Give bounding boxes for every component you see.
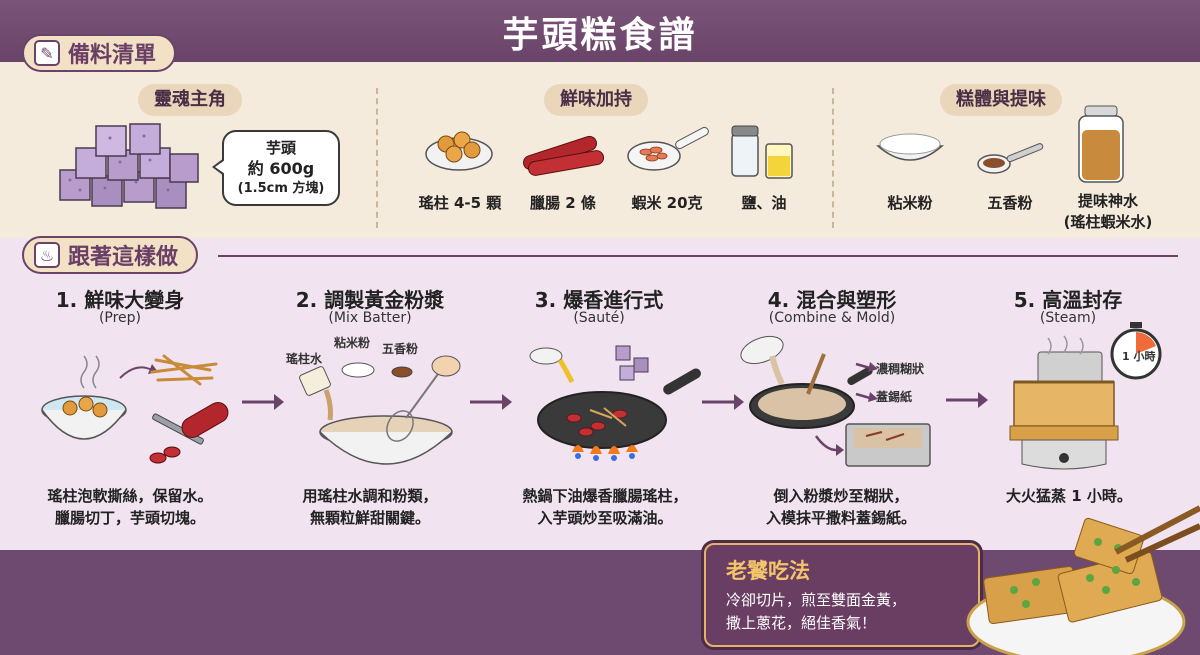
step-2-description-line2: 無顆粒鮮甜關鍵。	[309, 509, 430, 527]
group-tag-batter: 糕體與提味	[940, 84, 1062, 116]
five-spice-spoon-illustration	[977, 143, 1044, 174]
plated-taro-cake-illustration	[966, 505, 1200, 655]
tip-title: 老饕吃法	[726, 559, 810, 583]
salt-oil-illustration	[731, 125, 793, 179]
taro-note-weight: 約 600g	[247, 159, 315, 179]
step-1-subtitle: (Prep)	[98, 310, 142, 326]
step-2-title: 2. 調製黃金粉漿	[295, 288, 445, 312]
taro-cubes-illustration	[59, 123, 199, 209]
step-4-title: 4. 混合與塑形	[767, 288, 897, 312]
scallop-bowl-illustration	[425, 131, 493, 171]
arrow-right-icon	[470, 394, 512, 410]
sausage-illustration	[523, 135, 605, 176]
step-3-subtitle: (Sauté)	[573, 310, 625, 326]
tip-text: 冷卻切片，煎至雙面金黃， 撒上蔥花，絕佳香氣！	[726, 589, 906, 636]
divider	[376, 88, 378, 228]
step-2-subtitle: (Mix Batter)	[328, 310, 412, 326]
step-1-description-line2: 臘腸切丁，芋頭切塊。	[54, 509, 205, 527]
ing-label-stock: 提味神水	[1077, 192, 1138, 210]
ing-label-five-spice: 五香粉	[987, 194, 1033, 212]
ing-label-stock-note: (瑤柱蝦米水)	[1063, 213, 1153, 231]
steps-heading-label: 跟著這樣做	[68, 245, 179, 270]
dried-shrimp-spoon-illustration	[627, 126, 709, 171]
step-5-subtitle: (Steam)	[1039, 310, 1097, 326]
step-2-illustration	[299, 355, 461, 465]
group-tag-main: 靈魂主角	[138, 84, 242, 116]
label-five-spice: 五香粉	[382, 342, 419, 356]
timer-label: 1 小時	[1122, 350, 1156, 363]
steps-divider-line	[218, 255, 1178, 257]
chef-icon: ♨	[34, 242, 60, 268]
rice-flour-bowl-illustration	[876, 133, 944, 161]
bubble-tail	[212, 158, 225, 176]
label-rice-flour: 粘米粉	[334, 336, 371, 350]
step-5-illustration	[1009, 322, 1162, 470]
label-scallop-water: 瑤柱水	[286, 352, 323, 366]
step-5-description-line1: 大火猛蒸 1 小時。	[1006, 487, 1132, 505]
steps-heading: ♨ 跟著這樣做	[22, 236, 199, 274]
step-5-title: 5. 高溫封存	[1013, 288, 1123, 312]
tip-line-2: 撒上蔥花，絕佳香氣！	[726, 614, 877, 633]
tip-box: 老饕吃法 冷卻切片，煎至雙面金黃， 撒上蔥花，絕佳香氣！	[704, 543, 980, 647]
step-3-description-line1: 熱鍋下油爆香臘腸瑤柱，	[522, 487, 688, 505]
step-4-description-line1: 倒入粉漿炒至糊狀，	[773, 487, 909, 505]
ing-label-rice-flour: 粘米粉	[887, 194, 933, 212]
ing-label-salt-oil: 鹽、油	[741, 194, 787, 212]
step-4-subtitle: (Combine & Mold)	[768, 310, 896, 326]
ing-label-shrimp: 蝦米 20克	[631, 194, 703, 212]
step-4-description-line2: 入模抹平撒料蓋錫紙。	[765, 509, 916, 527]
taro-note-bubble: 芋頭 約 600g (1.5cm 方塊)	[212, 130, 340, 206]
ingredients-heading: ✎ 備料清單	[22, 34, 177, 72]
step-2-description-line1: 用瑤柱水調和粉類，	[302, 487, 438, 505]
step-3-description-line2: 入芋頭炒至吸滿油。	[537, 509, 673, 527]
ing-label-scallop: 瑤柱 4-5 顆	[418, 194, 502, 212]
divider	[832, 88, 834, 228]
step-1-description-line1: 瑤柱泡軟撕絲，保留水。	[47, 487, 213, 505]
step-3-illustration	[529, 345, 701, 461]
step-3-title: 3. 爆香進行式	[534, 288, 664, 312]
taro-note-name: 芋頭	[265, 139, 296, 157]
header-bar	[0, 0, 1200, 62]
notepad-icon: ✎	[34, 40, 60, 66]
arrow-right-icon	[702, 394, 744, 410]
label-foil: 蓋錫紙	[876, 390, 913, 404]
step-1-illustration	[41, 354, 229, 464]
group-tag-umami: 鮮味加持	[544, 84, 648, 116]
page-title: 芋頭糕食譜	[502, 15, 698, 56]
step-1-title: 1. 鮮味大變身	[55, 288, 185, 312]
ing-label-sausage: 臘腸 2 條	[530, 194, 596, 212]
tip-line-1: 冷卻切片，煎至雙面金黃，	[726, 591, 907, 609]
arrow-right-icon	[242, 394, 284, 410]
label-thick-paste: 濃稠糊狀	[876, 362, 925, 376]
arrow-right-icon	[946, 392, 988, 408]
taro-note-size: (1.5cm 方塊)	[237, 180, 325, 196]
step-4-illustration	[740, 335, 931, 467]
stock-jar-illustration	[1078, 105, 1124, 183]
ingredients-heading-label: 備料清單	[68, 43, 157, 68]
